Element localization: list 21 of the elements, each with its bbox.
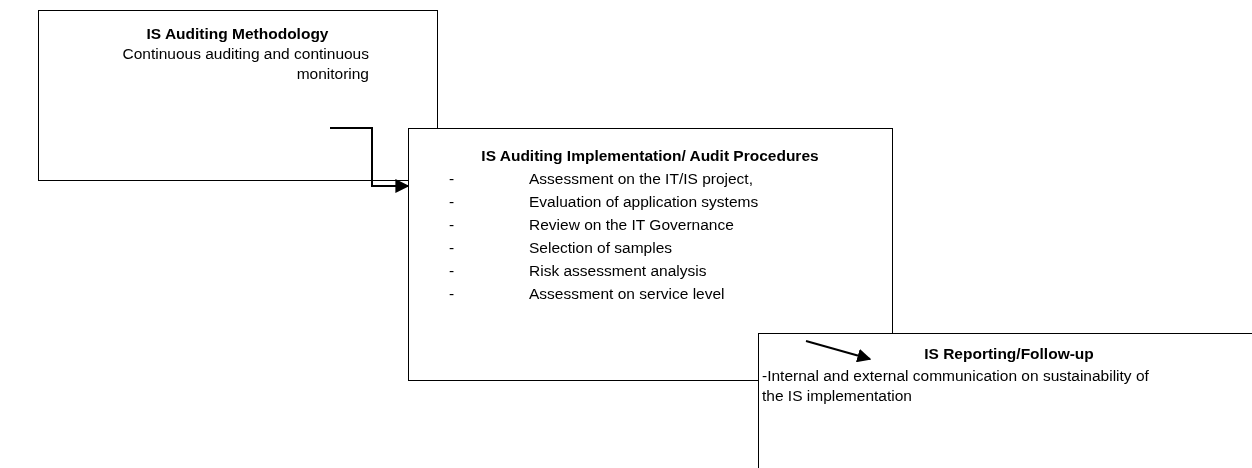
box-heading: IS Auditing Implementation/ Audit Procedures xyxy=(480,146,820,166)
list-dash: - xyxy=(449,215,456,235)
text-box xyxy=(758,333,1252,468)
box-text: -Internal and external communication on sustainability of the IS implementation xyxy=(762,366,1150,406)
list-item: Assessment on the IT/IS project, xyxy=(529,169,754,189)
list-dash: - xyxy=(449,169,456,189)
box-heading: IS Auditing Methodology xyxy=(145,24,330,44)
list-item: Risk assessment analysis xyxy=(529,261,708,281)
list-dash: - xyxy=(449,238,456,258)
list-item: Assessment on service level xyxy=(529,284,726,304)
text-box xyxy=(38,10,438,181)
list-dash: - xyxy=(449,192,456,212)
list-dash: - xyxy=(449,261,456,281)
box-heading: IS Reporting/Follow-up xyxy=(923,344,1095,364)
arrow xyxy=(805,340,872,363)
list-item: Selection of samples xyxy=(529,238,674,258)
list-item: Evaluation of application systems xyxy=(529,192,760,212)
box-text: Continuous auditing and continuous monitoring xyxy=(121,44,369,84)
list-dash: - xyxy=(449,284,456,304)
arrow xyxy=(329,127,410,193)
list-item: Review on the IT Governance xyxy=(529,215,735,235)
